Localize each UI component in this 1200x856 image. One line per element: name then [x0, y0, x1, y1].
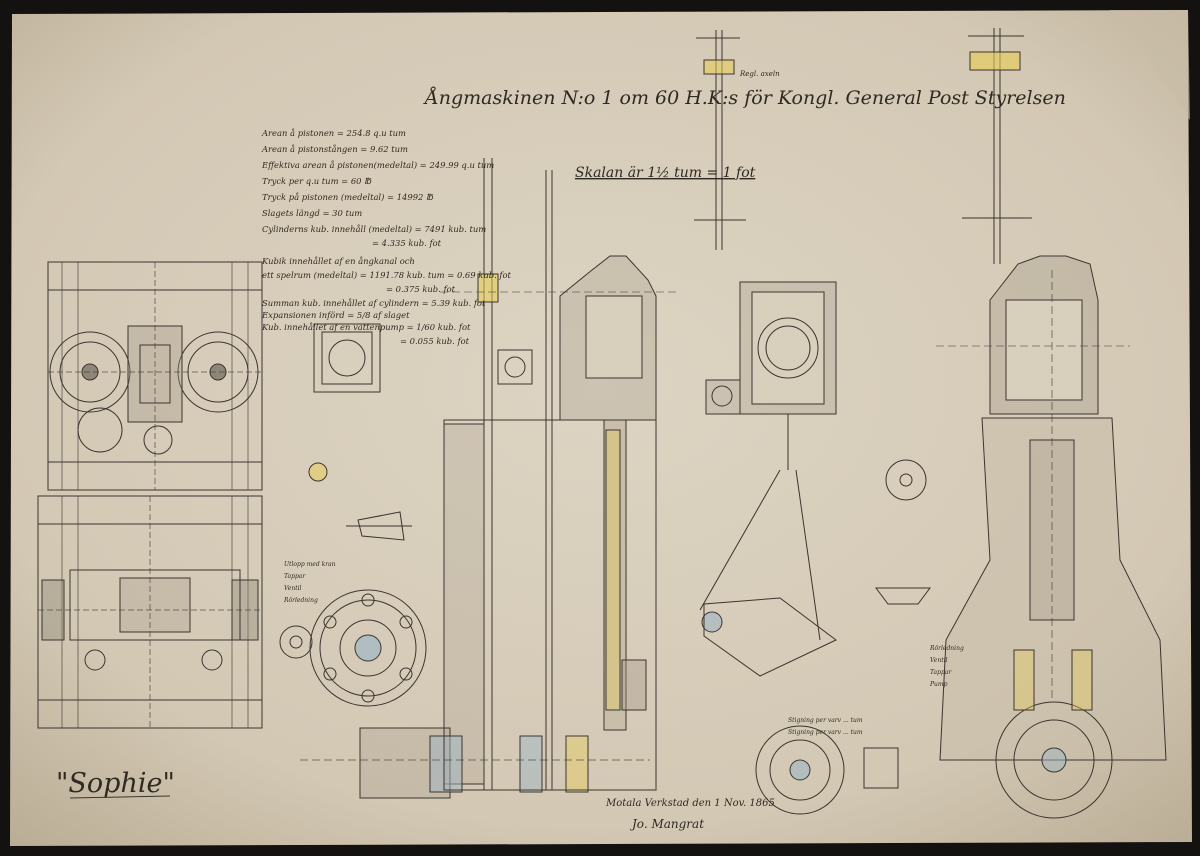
spec-line: = 4.335 kub. fot	[372, 238, 442, 248]
legend-entry: Ventil	[930, 657, 948, 664]
legend-entry: Rörledning	[929, 645, 964, 652]
paper-stain	[1110, 10, 1190, 120]
spec-line: ett spelrum (medeltal) = 1191.78 kub. tu…	[262, 270, 512, 280]
cylinder-end-view	[699, 281, 931, 815]
spec-line: Cylinderns kub. innehåll (medeltal) = 74…	[262, 223, 486, 234]
legend-entry: Utlopp med kran	[284, 561, 336, 568]
spec-line: Expansionen införd = 5/8 af slaget	[261, 310, 410, 320]
legend-entry: Tappar	[930, 669, 952, 676]
legend-entry: Rörledning	[283, 597, 318, 604]
spec-line: Tryck per q.u tum = 60 ℔	[262, 176, 372, 186]
paper	[10, 10, 1192, 846]
signature-name: Jo. Mangrat	[629, 817, 704, 831]
spec-line: Tryck på pistonen (medeltal) = 14992 ℔	[262, 191, 434, 202]
plan-view-top	[47, 261, 263, 491]
signature-place: Motala Verkstad den 1 Nov. 1865	[605, 798, 775, 809]
right-legend-table: Rörledning Ventil Tappar Pump	[929, 645, 964, 688]
spec-line: = 0.375 kub. fot	[386, 284, 456, 294]
legend-entry: Tappar	[284, 573, 306, 580]
nameplate-sophie: "Sophie"	[56, 768, 175, 799]
linkage-note: Stigning per varv ... tum	[788, 717, 863, 724]
spec-line: Arean å pistonen = 254.8 q.u tum	[261, 127, 406, 138]
spec-line: Arean å pistonstången = 9.62 tum	[261, 143, 408, 154]
legend-entry: Pump	[929, 681, 948, 688]
valve-detail	[308, 323, 412, 541]
legend-entry: Ventil	[284, 585, 302, 592]
left-legend-table: Utlopp med kran Tappar Ventil Rörledning	[283, 561, 336, 604]
spec-line: Kub. innehållet af en vattenpump = 1/60 …	[261, 321, 471, 332]
flywheel	[279, 589, 427, 707]
top-note: Regl. axeln	[739, 70, 780, 78]
nameplate-underline	[69, 795, 171, 799]
spec-line: Effektiva arean å pistonen(medeltal) = 2…	[261, 159, 494, 170]
engine-front-elevation	[936, 255, 1167, 819]
drawing-title: Ångmaskinen N:o 1 om 60 H.K:s för Kongl.…	[423, 87, 1066, 109]
engine-side-section	[300, 158, 680, 799]
spec-line: Kubik innehållet af en ångkanal och	[261, 255, 415, 266]
linkage-note: Stigning per varv ... tum	[788, 729, 863, 736]
spec-line: Slagets längd = 30 tum	[262, 208, 362, 218]
spec-line: = 0.055 kub. fot	[400, 336, 470, 346]
spec-line: Summan kub. innehållet af cylindern = 5.…	[262, 297, 486, 308]
plan-view-bottom	[37, 495, 263, 729]
scale-note: Skalan är 1½ tum = 1 fot	[575, 165, 756, 181]
spec-list: Arean å pistonen = 254.8 q.u tum Arean å…	[261, 127, 512, 346]
governor-rods	[694, 28, 1032, 264]
